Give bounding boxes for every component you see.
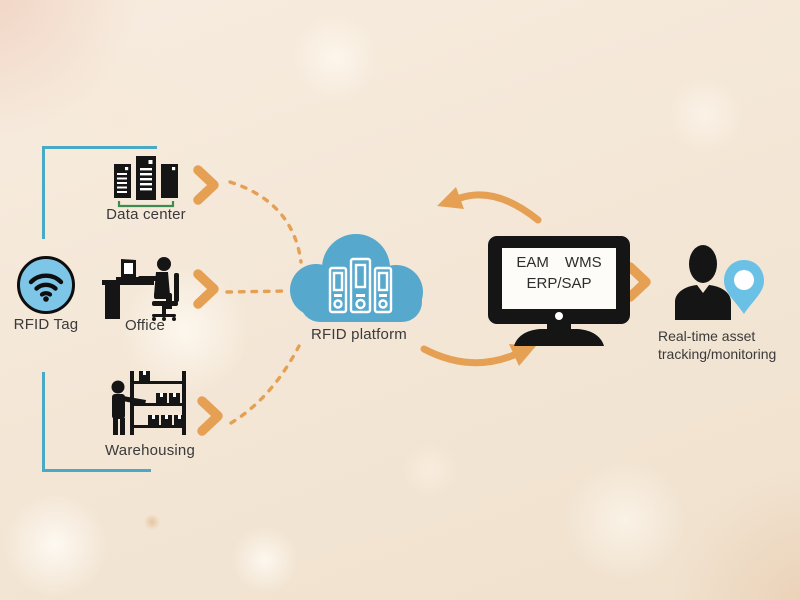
- warehousing-label: Warehousing: [104, 442, 196, 459]
- dashed-connector-office: [225, 289, 289, 294]
- group-bracket-top: [42, 146, 157, 239]
- chevron-right-icon: [193, 165, 219, 205]
- monitor-screen-text: EAM WMS ERP/SAP: [502, 253, 616, 293]
- chevron-right-icon: [625, 262, 651, 302]
- server-rack-icon: [114, 156, 178, 208]
- office-worker-icon: [102, 257, 179, 321]
- arrowhead-left: [437, 187, 464, 209]
- monitor-icon: [488, 236, 630, 346]
- system-eam: EAM: [516, 254, 549, 271]
- warehouse-shelf-icon: [111, 371, 186, 435]
- office-label: Office: [124, 317, 166, 334]
- chevron-right-icon: [193, 269, 219, 309]
- wifi-icon: [28, 273, 64, 302]
- tracking-label-line2: tracking/monitoring: [658, 346, 777, 363]
- rfid-tag-label: RFID Tag: [13, 316, 79, 333]
- person-location-icon: [675, 245, 764, 320]
- curved-arrow-to-cloud: [456, 191, 542, 224]
- chevron-right-icon: [197, 396, 223, 436]
- curved-arrow-to-monitor: [420, 345, 518, 367]
- cloud-icon: [290, 234, 423, 322]
- dashed-connector-warehousing: [229, 344, 301, 425]
- rfid-platform-label: RFID platform: [311, 326, 407, 343]
- data-center-label: Data center: [106, 206, 186, 223]
- tracking-label: Real-time asset tracking/monitoring: [658, 327, 798, 363]
- rfid-tag-node: [17, 256, 75, 314]
- tracking-label-line1: Real-time asset: [658, 328, 756, 344]
- dashed-connector-datacenter: [228, 180, 303, 264]
- system-wms: WMS: [564, 254, 602, 271]
- group-bracket-bottom: [42, 372, 151, 472]
- arrowhead-right: [509, 344, 536, 366]
- system-erp-sap: ERP/SAP: [526, 275, 592, 292]
